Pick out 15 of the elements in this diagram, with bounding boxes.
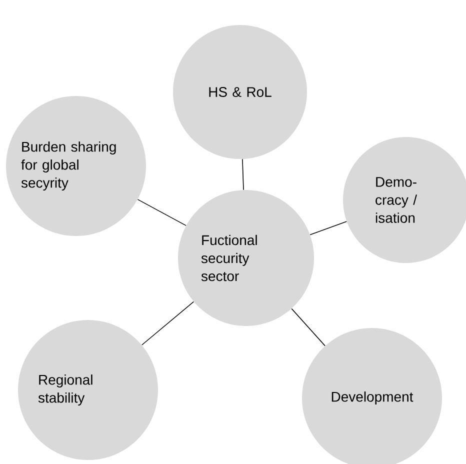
node-label: HS & RoL bbox=[209, 87, 272, 97]
connector-line bbox=[310, 221, 347, 236]
node-label: Burden sharing for global secyrity bbox=[21, 141, 116, 191]
connector-line bbox=[242, 158, 244, 190]
circle-node bbox=[6, 96, 146, 236]
circle-node bbox=[18, 320, 158, 460]
circle-node bbox=[178, 190, 314, 326]
circle-node bbox=[173, 25, 307, 159]
connector-line bbox=[291, 308, 326, 346]
connector-line bbox=[141, 301, 194, 346]
node-label: Development bbox=[332, 391, 414, 405]
node-label: Fuctional security sector bbox=[201, 234, 257, 282]
node-label: Demo- cracy / isation bbox=[376, 177, 417, 223]
node-label: Regional stability bbox=[38, 374, 92, 406]
connector-line bbox=[137, 199, 186, 226]
